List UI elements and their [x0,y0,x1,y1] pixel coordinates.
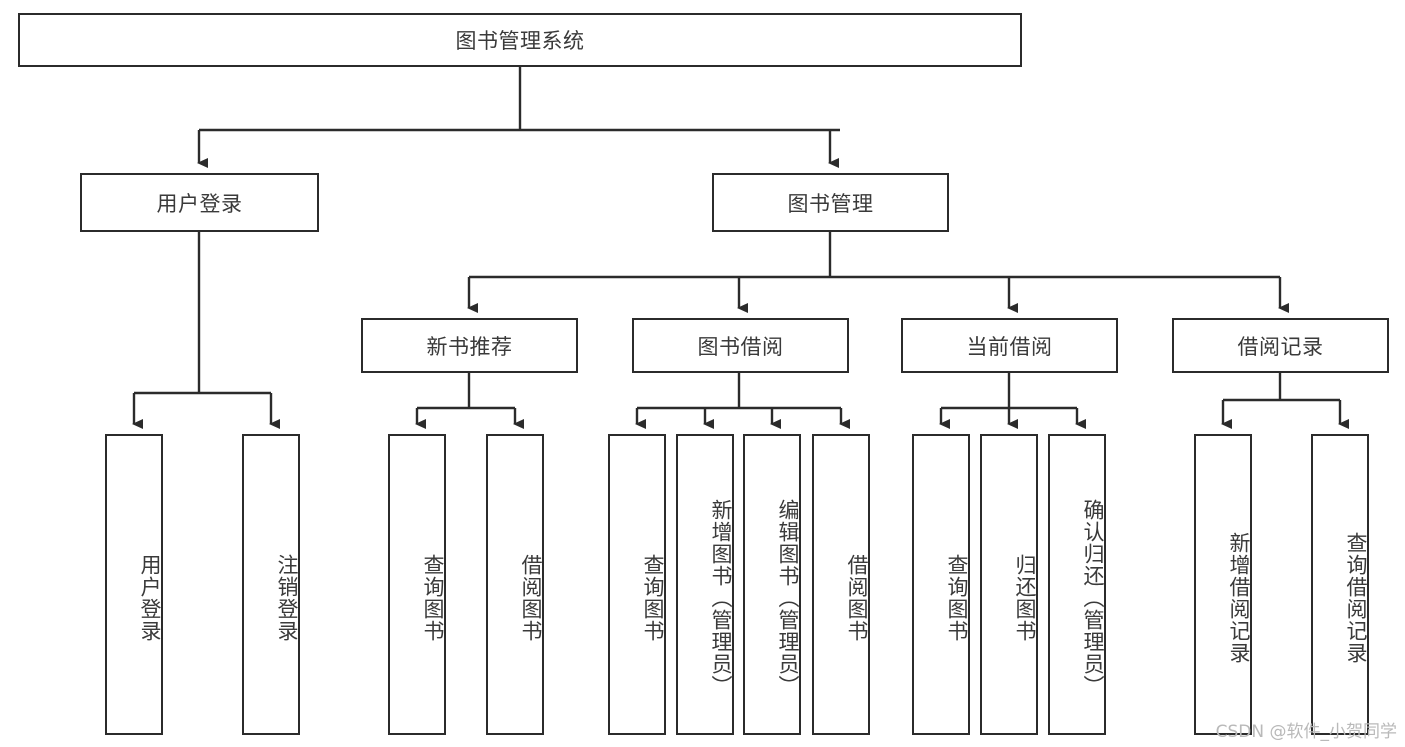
node-borrow-record[interactable]: 借阅记录 [1172,318,1389,373]
node-leaf-borrow-book-2[interactable]: 借阅图书 [812,434,870,735]
node-leaf-user-login-label: 用户登录 [138,553,162,642]
node-leaf-query-book-3[interactable]: 查询图书 [912,434,970,735]
node-leaf-user-login[interactable]: 用户登录 [105,434,163,735]
node-new-book-rec-label: 新书推荐 [426,334,513,359]
node-current-borrow[interactable]: 当前借阅 [901,318,1118,373]
node-new-book-rec[interactable]: 新书推荐 [361,318,578,373]
node-leaf-edit-book[interactable]: 编辑图书（管理员） [743,434,801,735]
node-book-borrow-label: 图书借阅 [697,334,784,359]
node-leaf-add-record[interactable]: 新增借阅记录 [1194,434,1252,735]
node-leaf-return-book[interactable]: 归还图书 [980,434,1038,735]
node-book-manage[interactable]: 图书管理 [712,173,949,232]
node-leaf-confirm-return-label: 确认归还（管理员） [1081,498,1105,697]
node-leaf-query-book-1[interactable]: 查询图书 [388,434,446,735]
node-leaf-query-record-label: 查询借阅记录 [1344,531,1368,664]
node-leaf-borrow-book-2-label: 借阅图书 [845,553,869,642]
node-book-borrow[interactable]: 图书借阅 [632,318,849,373]
node-leaf-confirm-return[interactable]: 确认归还（管理员） [1048,434,1106,735]
node-leaf-edit-book-label: 编辑图书（管理员） [776,498,800,697]
node-leaf-logout[interactable]: 注销登录 [242,434,300,735]
node-leaf-add-book-label: 新增图书（管理员） [709,498,733,697]
node-leaf-borrow-book-1-label: 借阅图书 [519,553,543,642]
node-leaf-add-book[interactable]: 新增图书（管理员） [676,434,734,735]
node-leaf-return-book-label: 归还图书 [1013,553,1037,642]
node-current-borrow-label: 当前借阅 [966,334,1053,359]
node-leaf-query-book-1-label: 查询图书 [421,553,445,642]
node-leaf-borrow-book-1[interactable]: 借阅图书 [486,434,544,735]
node-leaf-query-book-3-label: 查询图书 [945,553,969,642]
node-leaf-add-record-label: 新增借阅记录 [1227,531,1251,664]
node-leaf-query-book-2[interactable]: 查询图书 [608,434,666,735]
node-root-label: 图书管理系统 [455,29,585,53]
node-root[interactable]: 图书管理系统 [18,13,1022,67]
node-leaf-query-record[interactable]: 查询借阅记录 [1311,434,1369,735]
node-borrow-record-label: 借阅记录 [1237,334,1324,359]
node-leaf-query-book-2-label: 查询图书 [641,553,665,642]
csdn-watermark: CSDN @软件_小贺同学 [1215,722,1397,742]
node-book-manage-label: 图书管理 [787,191,874,216]
node-user-login[interactable]: 用户登录 [80,173,319,232]
node-leaf-logout-label: 注销登录 [275,553,299,642]
node-user-login-label: 用户登录 [156,191,243,216]
